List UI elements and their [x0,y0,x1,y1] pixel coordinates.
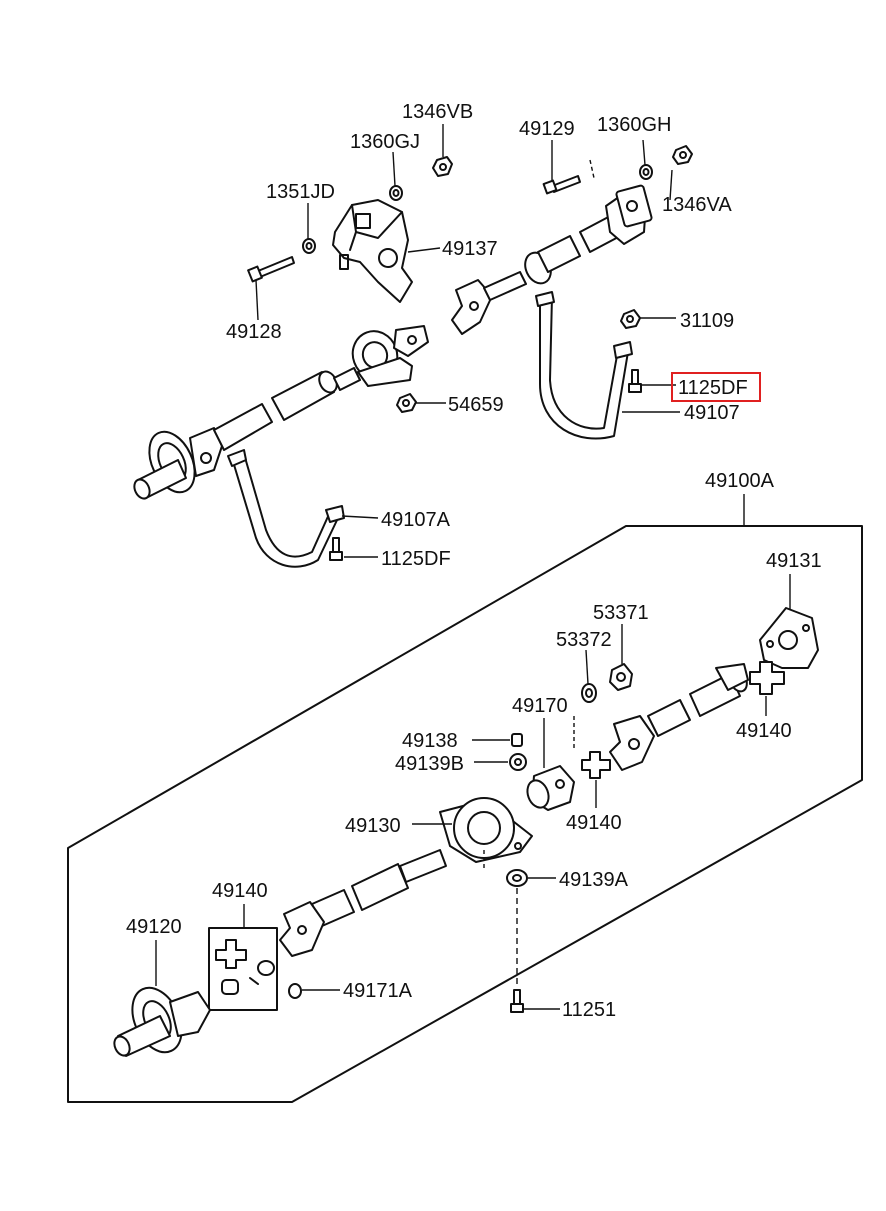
label-1346VB: 1346VB [402,101,473,123]
slip-yoke-49170 [526,765,575,811]
bolt-49128 [247,256,295,283]
label-49107: 49107 [684,402,740,424]
mounting-bracket-49137 [332,199,413,303]
lower-front-shaft [279,849,447,957]
washer-1360GH [639,164,653,180]
nut-53371 [609,663,633,691]
label-1125DF-upper: 1125DF [678,377,748,399]
lower-rear-shaft [609,663,749,771]
bushing-49139B [509,753,527,771]
strap-49107A [227,449,345,568]
label-49120: 49120 [126,916,182,938]
label-1360GH: 1360GH [597,114,672,136]
label-49139A: 49139A [559,869,629,891]
bushing-49139A [506,869,528,887]
label-49140-right: 49140 [736,720,792,742]
label-49140-kit: 49140 [212,880,268,902]
label-49170: 49170 [512,695,568,717]
flange-49120 [113,986,211,1057]
bolt-11251 [510,989,524,1013]
bolt-1125DF-lower [329,537,343,561]
label-49130: 49130 [345,815,401,837]
kit-frame-49100A [67,525,863,1103]
label-49131: 49131 [766,550,822,572]
ujoint-kit-49140 [208,927,278,1011]
label-49138: 49138 [402,730,458,752]
label-1351JD: 1351JD [266,181,335,203]
center-bearing-49130 [439,797,533,863]
label-49100A: 49100A [705,470,775,492]
nut-31109 [620,309,641,329]
bolt-49129 [542,159,595,195]
nut-54659 [396,393,417,413]
nut-1346VB [432,156,453,177]
label-49140-middle: 49140 [566,812,622,834]
label-49128: 49128 [226,321,282,343]
label-49139B: 49139B [395,753,464,775]
washer-1360GJ [389,185,403,201]
label-1360GJ: 1360GJ [350,131,420,153]
label-49129: 49129 [519,118,575,140]
part-labels: 1346VB 1360GJ 1351JD 49137 49128 54659 4… [126,101,822,1021]
label-1346VA: 1346VA [662,194,732,216]
label-1125DF-lower: 1125DF [381,548,451,570]
leader-lines [155,124,791,1010]
bolt-49138 [511,733,523,747]
ujoint-49140-middle [581,751,611,779]
label-49137: 49137 [442,238,498,260]
label-11251: 11251 [562,999,616,1021]
label-53372: 53372 [556,629,612,651]
washer-53372 [581,683,597,703]
strap-49107 [535,291,633,440]
ujoint-49140-right [749,661,785,695]
label-49171A: 49171A [343,980,413,1002]
flange-49131 [759,607,819,669]
label-49107A: 49107A [381,509,451,531]
label-31109: 31109 [680,310,734,332]
snapring-49171A [288,983,302,999]
label-54659: 54659 [448,394,504,416]
label-53371: 53371 [593,602,649,624]
washer-1351JD [302,238,316,254]
nut-1346VA [672,145,693,165]
upper-rear-shaft [451,184,653,335]
highlight-box [671,372,761,402]
bolt-1125DF-upper [628,369,642,393]
upper-front-shaft [133,325,429,500]
